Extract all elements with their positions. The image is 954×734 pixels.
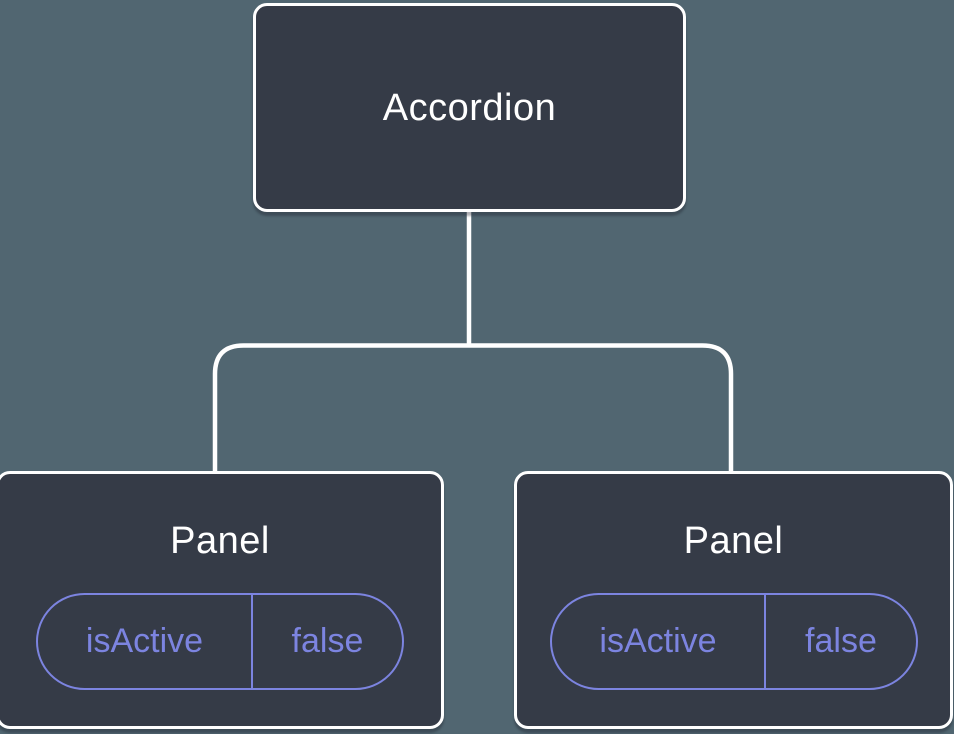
- state-value-label: false: [805, 622, 877, 660]
- connector-branch: [212, 343, 734, 473]
- node-accordion-label: Accordion: [382, 86, 557, 129]
- state-pill-right: isActive false: [549, 593, 918, 690]
- state-pill-left: isActive false: [36, 593, 404, 690]
- node-panel-right-label: Panel: [683, 520, 784, 562]
- node-panel-left: Panel isActive false: [0, 471, 444, 729]
- state-key-label: isActive: [38, 595, 253, 688]
- node-accordion: Accordion: [253, 3, 686, 212]
- node-panel-left-label: Panel: [170, 520, 270, 562]
- node-panel-right: Panel isActive false: [514, 471, 953, 729]
- state-key-label: isActive: [552, 595, 767, 688]
- state-value-label: false: [291, 622, 364, 660]
